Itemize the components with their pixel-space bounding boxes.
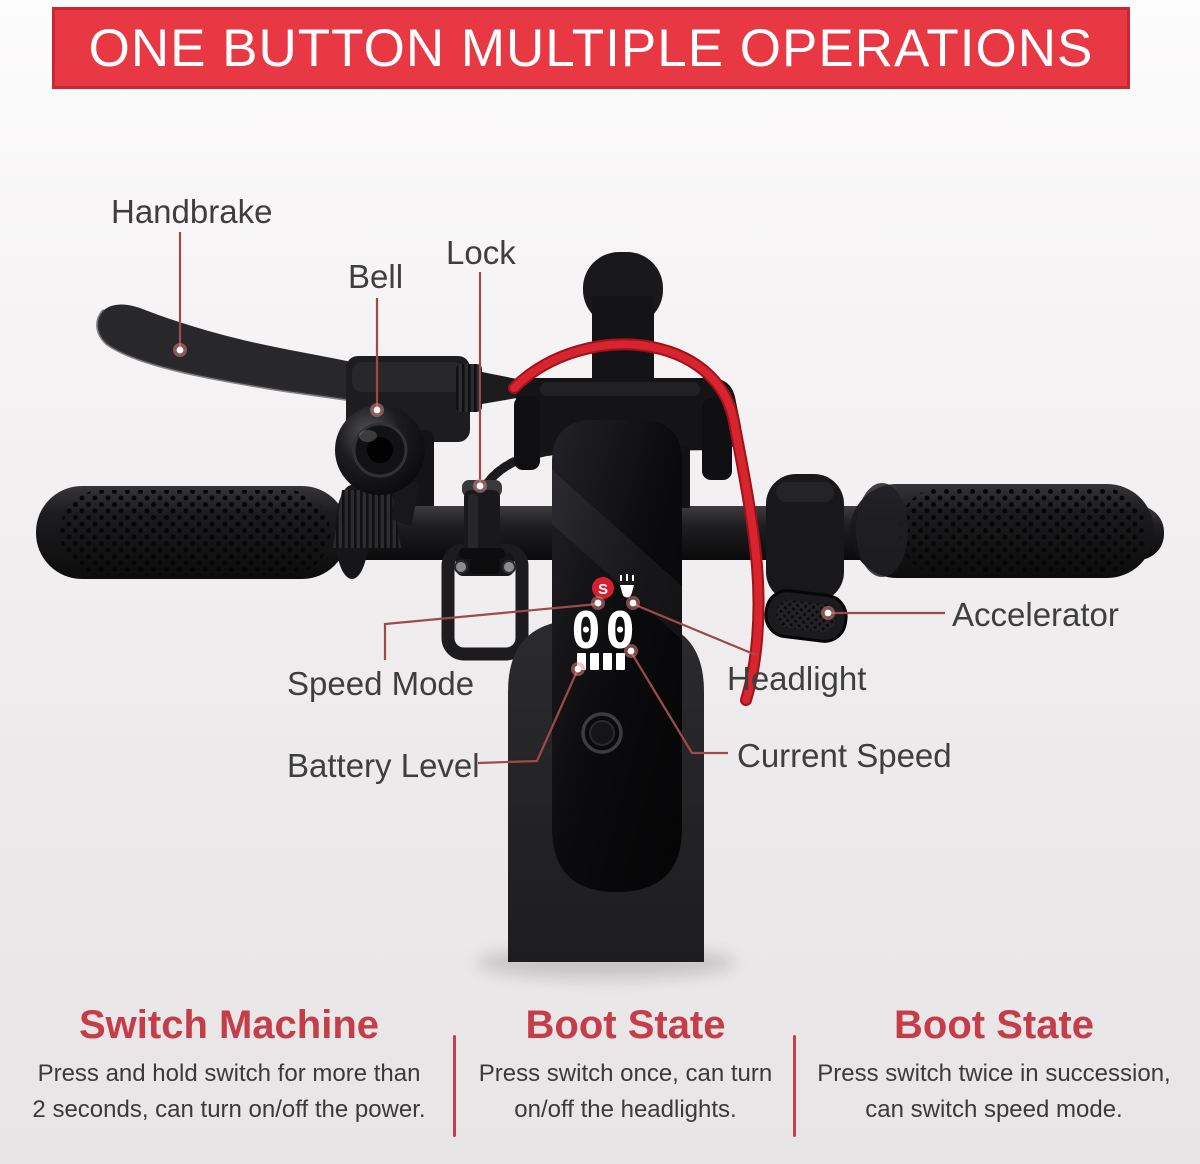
card-title: Boot State xyxy=(894,1003,1094,1047)
card-boot-state-2: Boot State Press switch twice in success… xyxy=(803,1003,1185,1128)
label-handbrake: Handbrake xyxy=(111,193,273,230)
bell xyxy=(333,405,425,548)
headlight-icon xyxy=(620,574,634,598)
speed-mode-icon xyxy=(592,577,614,599)
accelerator-throttle xyxy=(764,474,848,643)
label-bell: Bell xyxy=(348,258,404,295)
card-title: Switch Machine xyxy=(78,1003,380,1047)
title-banner: ONE BUTTON MULTIPLE OPERATIONS xyxy=(52,7,1130,89)
banner-title: ONE BUTTON MULTIPLE OPERATIONS xyxy=(88,18,1094,78)
card-switch-machine: Switch Machine Press and hold switch for… xyxy=(15,1003,443,1128)
label-current-speed: Current Speed xyxy=(737,737,952,774)
card-body: Press switch twice in succession, can sw… xyxy=(817,1060,1171,1123)
card-title: Boot State xyxy=(525,1003,726,1047)
label-headlight: Headlight xyxy=(727,660,867,697)
footer-divider-right xyxy=(793,1035,796,1137)
folding-hook-bracket xyxy=(441,543,529,661)
label-lock: Lock xyxy=(446,234,516,271)
label-speed-mode: Speed Mode xyxy=(287,665,475,702)
speed-mode-icon-letter: S xyxy=(598,581,608,598)
footer-divider-left xyxy=(453,1035,456,1137)
accelerator-paddle xyxy=(764,589,848,643)
right-grip xyxy=(850,483,1154,578)
label-battery-level: Battery Level xyxy=(287,747,480,784)
handbrake-lever xyxy=(96,304,517,518)
leader-dots xyxy=(173,343,835,676)
card-body: Press and hold switch for more than 2 se… xyxy=(32,1060,426,1123)
card-body: Press switch once, can turn on/off the h… xyxy=(478,1060,773,1123)
red-brake-cable xyxy=(508,338,765,706)
label-accelerator: Accelerator xyxy=(952,596,1119,633)
left-grip xyxy=(36,485,369,579)
leader-lines xyxy=(178,232,945,765)
card-boot-state-1: Boot State Press switch once, can turn o… xyxy=(463,1003,788,1128)
